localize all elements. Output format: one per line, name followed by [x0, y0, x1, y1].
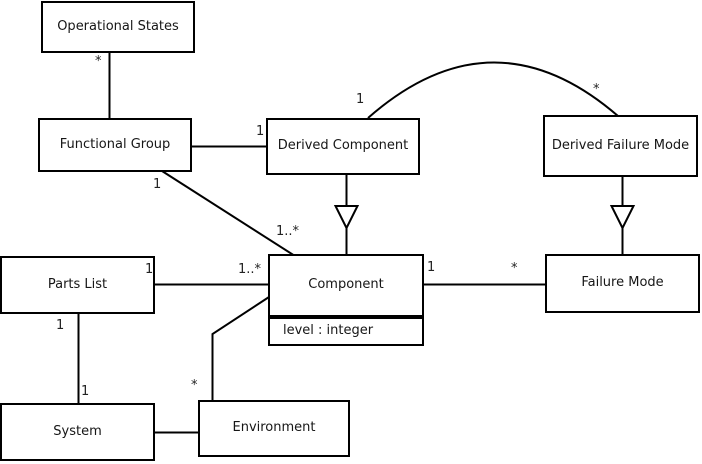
class-box-component[interactable]: Component level : integer — [268, 254, 424, 346]
multiplicity-parts-list-system-top: 1 — [56, 318, 65, 333]
class-name-system: System — [53, 423, 102, 439]
multiplicity-functional-group-side: 1 — [153, 177, 162, 192]
class-name-functional-group: Functional Group — [59, 136, 171, 152]
class-name-parts-list: Parts List — [47, 276, 108, 292]
multiplicity-parts-list-system-bottom: 1 — [81, 384, 90, 399]
inheritance-triangle-icon — [609, 205, 636, 231]
class-box-functional-group[interactable]: Functional Group — [38, 118, 192, 172]
multiplicity-component-side-from-parts-list: 1..* — [238, 262, 262, 277]
multiplicity-derived-component-side: 1 — [256, 124, 265, 139]
class-name-environment: Environment — [232, 420, 316, 436]
multiplicity-environment-side: * — [191, 378, 198, 393]
association-line-component-environment — [211, 296, 270, 402]
association-arc-derived-component-derived-failure-mode — [367, 61, 619, 119]
class-box-derived-component[interactable]: Derived Component — [266, 118, 420, 175]
class-box-derived-failure-mode[interactable]: Derived Failure Mode — [543, 115, 698, 177]
multiplicity-arc-derived-failure-mode-side: * — [593, 82, 600, 97]
component-attribute-compartment: level : integer — [270, 315, 422, 344]
class-name-derived-component: Derived Component — [277, 138, 409, 154]
class-box-environment[interactable]: Environment — [198, 400, 350, 457]
class-name-component: Component — [308, 277, 384, 293]
generalization-arrow-derived-failure-mode-failure-mode — [609, 176, 636, 256]
component-attribute-level: level : integer — [283, 323, 374, 339]
class-name-operational-states: Operational States — [57, 18, 179, 34]
class-box-parts-list[interactable]: Parts List — [0, 256, 155, 314]
class-box-system[interactable]: System — [0, 403, 155, 461]
class-box-operational-states[interactable]: Operational States — [41, 1, 195, 53]
class-name-failure-mode: Failure Mode — [581, 275, 664, 291]
multiplicity-component-side-from-failure-mode: 1 — [427, 260, 436, 275]
component-name-compartment: Component — [270, 256, 422, 315]
multiplicity-operational-states: * — [95, 54, 102, 69]
multiplicity-failure-mode-side: * — [511, 261, 518, 276]
generalization-arrow-derived-component-component — [333, 174, 360, 256]
class-name-derived-failure-mode: Derived Failure Mode — [551, 137, 690, 153]
inheritance-triangle-icon — [333, 205, 360, 231]
multiplicity-parts-list-side: 1 — [145, 262, 154, 277]
multiplicity-component-side-from-functional-group: 1..* — [276, 224, 300, 239]
class-box-failure-mode[interactable]: Failure Mode — [545, 254, 700, 313]
association-line-functional-group-component — [161, 170, 296, 257]
multiplicity-arc-derived-component-side: 1 — [356, 92, 365, 107]
